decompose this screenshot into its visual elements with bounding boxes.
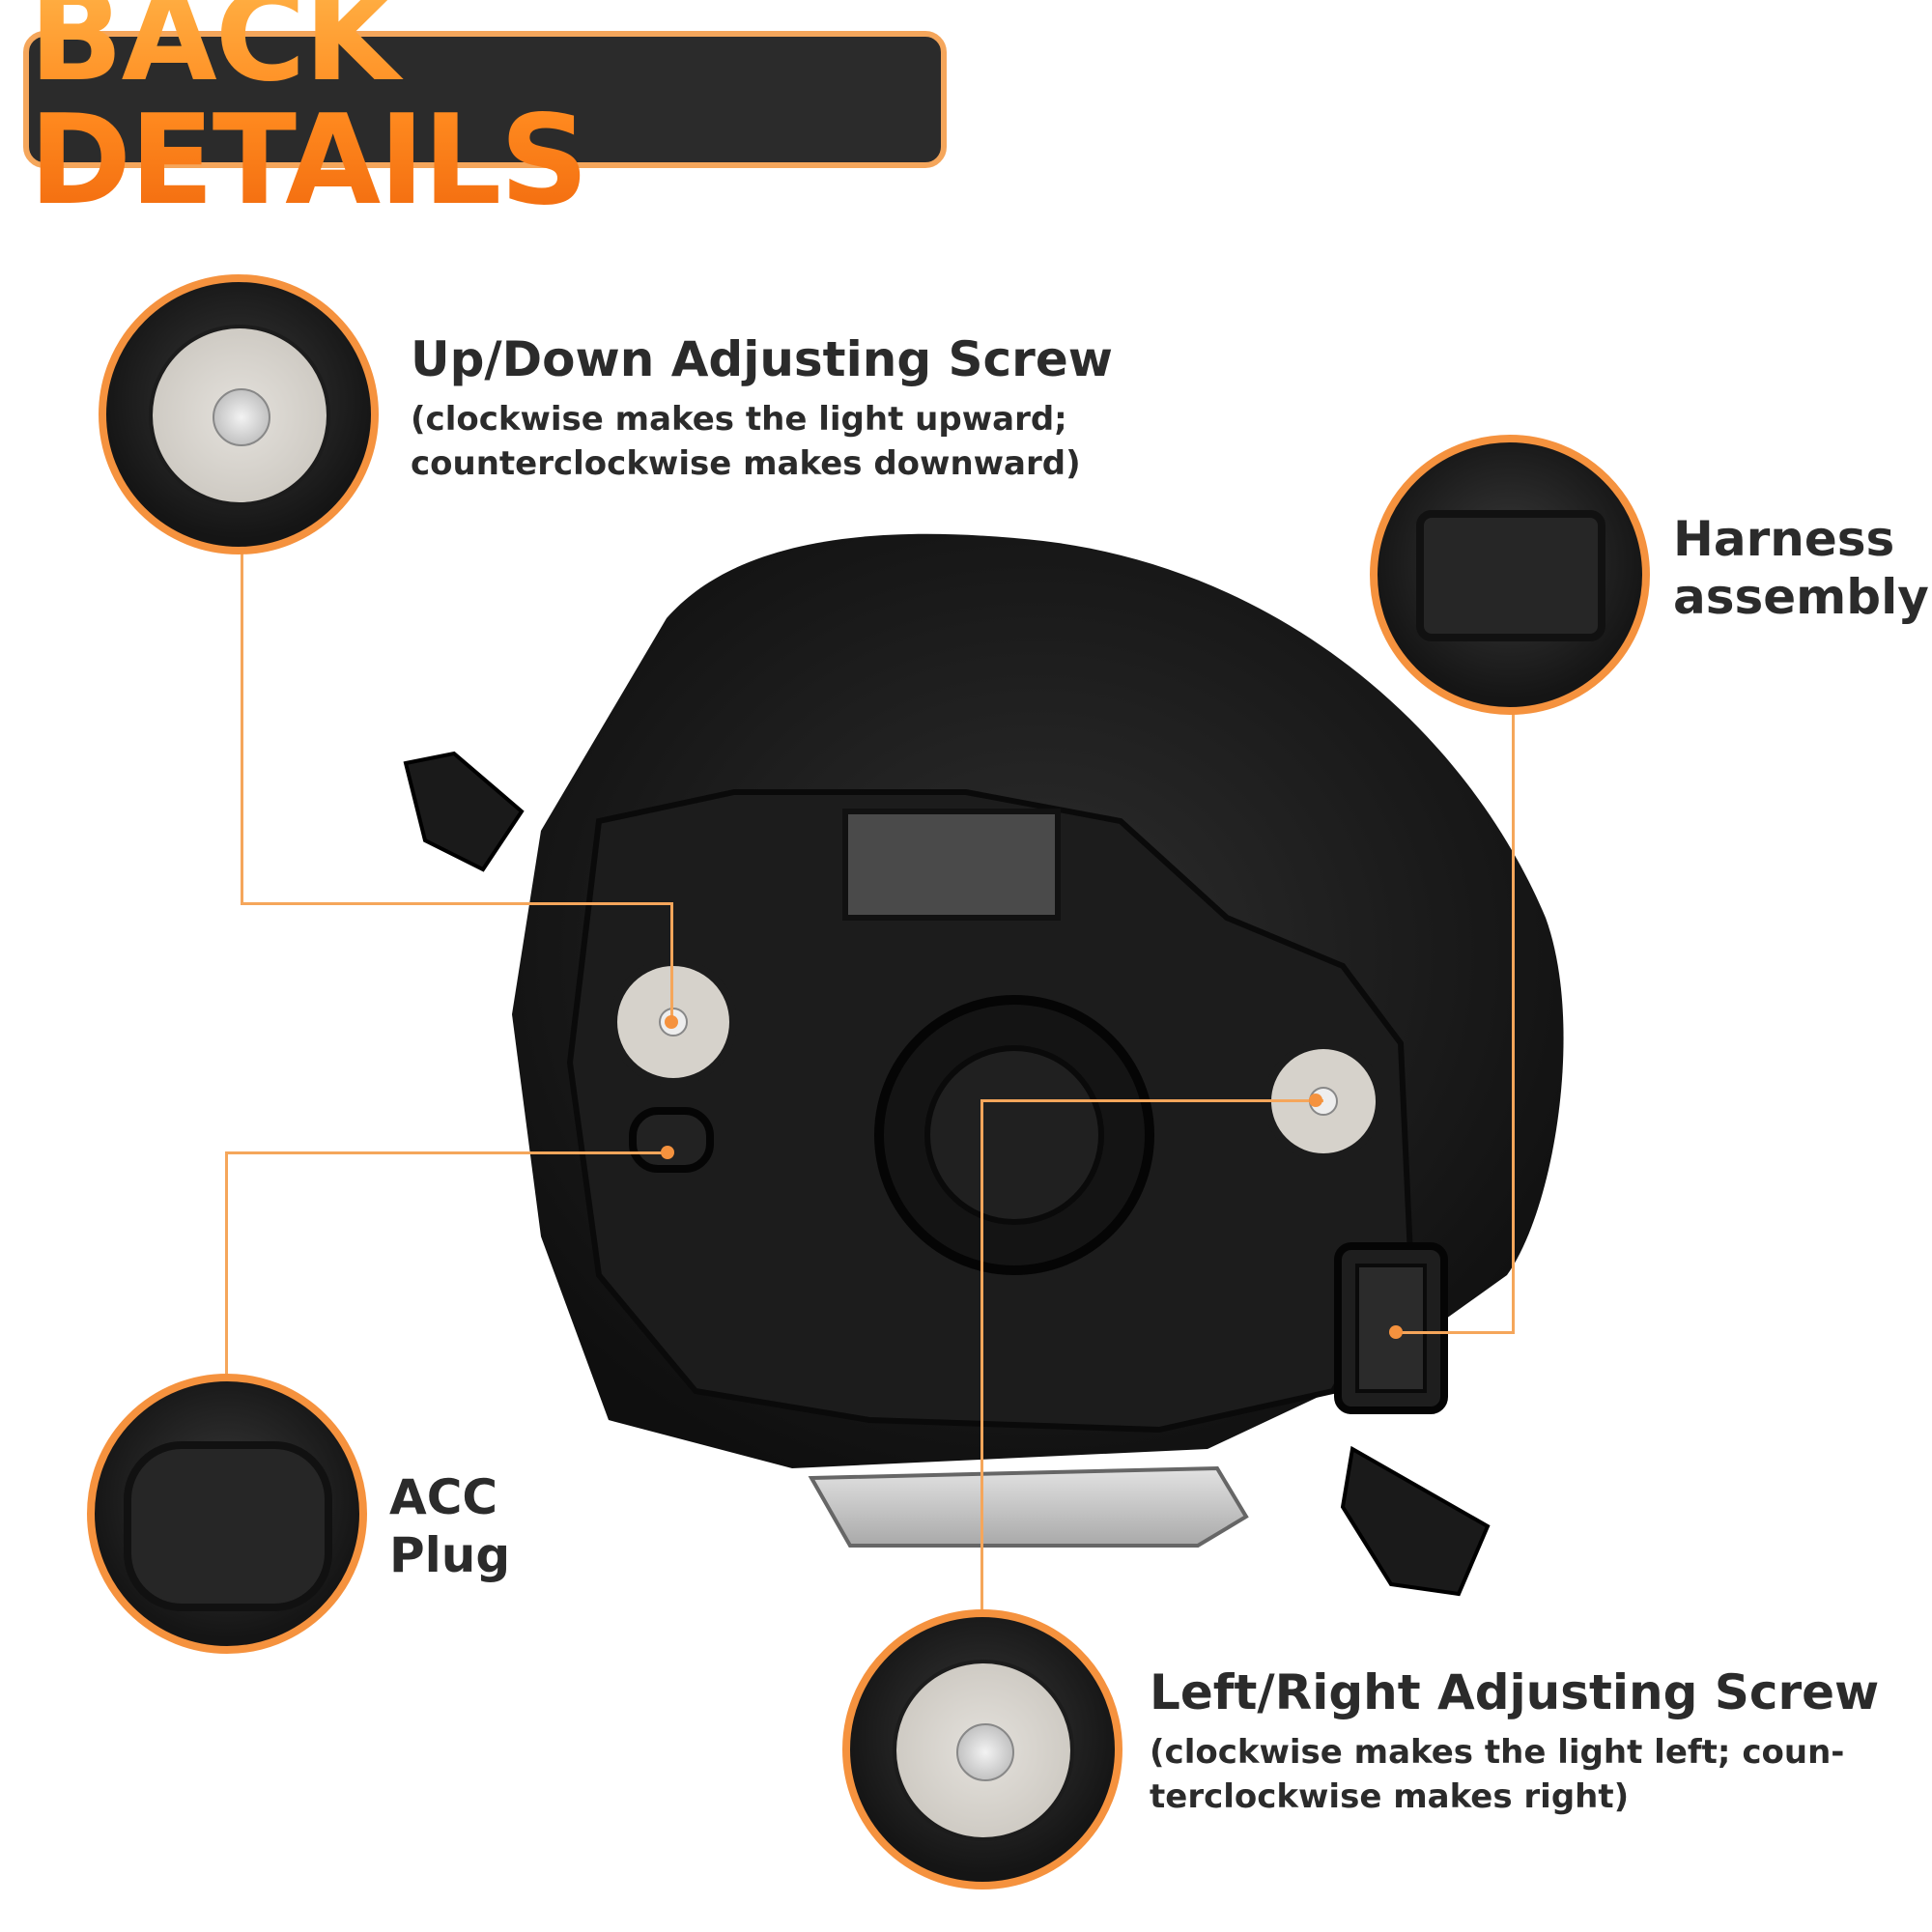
harness-leader-horizontal (1396, 1331, 1515, 1334)
harness-plug-icon (1416, 510, 1605, 641)
phillips-screw-icon (213, 388, 270, 446)
acc-title-2: Plug (389, 1527, 511, 1583)
acc-title-1: ACC (389, 1469, 498, 1525)
bottom-bracket (808, 1465, 1249, 1548)
acc-dot (661, 1146, 674, 1159)
leftright-title: Left/Right Adjusting Screw (1150, 1664, 1880, 1720)
harness-leader-vertical (1512, 713, 1515, 1333)
leftright-desc-1: (clockwise makes the light left; coun- (1150, 1733, 1845, 1772)
leftright-label: Left/Right Adjusting Screw (clockwise ma… (1150, 1663, 1879, 1820)
acc-leader-vertical (225, 1151, 228, 1376)
updown-leader-horizontal (241, 902, 671, 905)
harness-detail-circle (1370, 435, 1650, 715)
center-port-inner (924, 1045, 1104, 1225)
acc-detail-circle (87, 1374, 367, 1654)
title-banner: BACK DETAILS (23, 0, 947, 223)
updown-leader-drop (670, 902, 673, 1022)
top-left-bracket (403, 751, 525, 872)
updown-leader-vertical (241, 551, 243, 904)
harness-title-1: Harness (1673, 511, 1895, 567)
phillips-screw-icon (956, 1723, 1014, 1781)
sticker-label (842, 809, 1061, 921)
bottom-right-tab (1340, 1445, 1491, 1597)
updown-dot (665, 1015, 678, 1029)
updown-desc-1: (clockwise makes the light upward; (411, 400, 1067, 439)
updown-screw-detail-circle (99, 274, 379, 554)
page-title: BACK DETAILS (29, 0, 941, 223)
leftright-screw-detail-circle (842, 1609, 1122, 1889)
updown-label: Up/Down Adjusting Screw (clockwise makes… (411, 330, 1113, 487)
harness-label: Harness assembly (1673, 510, 1929, 626)
leftright-leader-horizontal (980, 1099, 1323, 1102)
updown-desc-2: counterclockwise makes downward) (411, 443, 1081, 483)
acc-leader-horizontal (225, 1151, 668, 1154)
acc-plug-icon (124, 1441, 332, 1611)
harness-dot (1389, 1325, 1403, 1339)
leftright-desc-2: terclockwise makes right) (1150, 1776, 1630, 1816)
harness-title-2: assembly (1673, 569, 1929, 625)
updown-title: Up/Down Adjusting Screw (411, 331, 1113, 387)
acc-label: ACC Plug (389, 1468, 510, 1584)
leftright-leader-vertical (980, 1099, 983, 1613)
acc-plug-socket (629, 1107, 714, 1173)
leftright-dot (1309, 1094, 1322, 1107)
